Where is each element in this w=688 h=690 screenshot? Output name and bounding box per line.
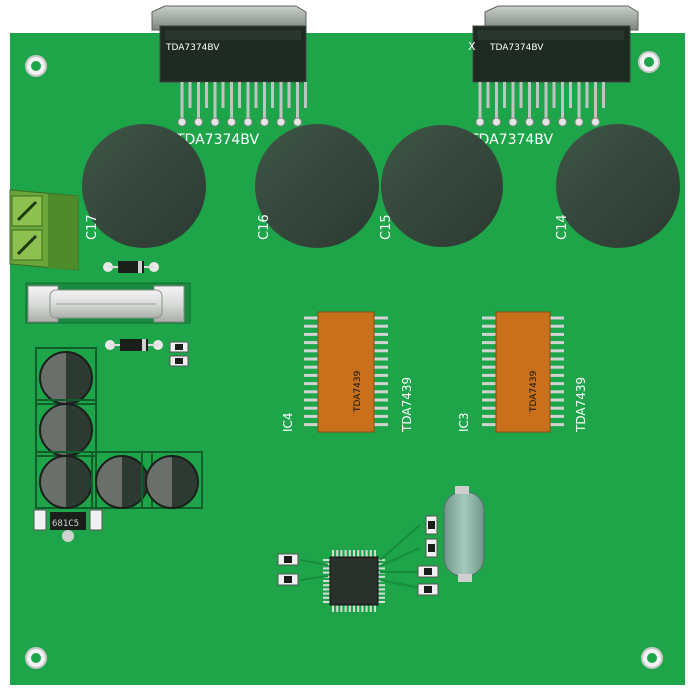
mounting-holes [25, 51, 663, 669]
power-amp-ic-right: X TDA7374BV TDA7374BV [468, 5, 639, 148]
ic-right-top-label: TDA7374BV [469, 132, 553, 148]
chip-right-top-marking: TDA7374BV [489, 43, 544, 53]
audio-processor-ic4: TDA7439 TDA7439 IC4 [281, 311, 414, 433]
ic4-part-label: TDA7439 [400, 377, 414, 433]
small-capacitors [35, 347, 203, 509]
cap-c14-label: C14 [555, 214, 570, 240]
capacitor-c16 [255, 124, 379, 248]
terminal-block [9, 189, 79, 271]
ic-right-top-prefix: X [468, 40, 476, 53]
microcontroller-qfp [323, 550, 385, 612]
ic3-ref-label: IC3 [457, 412, 471, 432]
traces [299, 524, 421, 589]
ic-left-top-label: TDA7374BV [175, 132, 259, 148]
voltage-regulator: 681C5 [33, 509, 103, 542]
cap-c16-label: C16 [257, 214, 272, 240]
capacitor-c17 [82, 124, 206, 248]
smd-resistors-left [169, 341, 189, 367]
chip-ic3-marking: TDA7439 [529, 370, 539, 413]
smd-parts-mcu [277, 515, 439, 596]
large-capacitors [82, 124, 680, 248]
chip-left-top-marking: TDA7374BV [165, 43, 220, 53]
capacitor-c14 [556, 124, 680, 248]
audio-processor-ic3: TDA7439 TDA7439 IC3 [457, 311, 588, 433]
diode-d2 [105, 339, 163, 351]
ic4-ref-label: IC4 [281, 412, 295, 432]
ic3-part-label: TDA7439 [574, 377, 588, 433]
power-amp-ic-left: TDA7374BV TDA7374BV [151, 5, 307, 148]
cap-c15-label: C15 [379, 214, 394, 240]
cap-c17-label: C17 [85, 214, 100, 240]
crystal-oscillator [443, 486, 485, 582]
diode-d1 [103, 261, 159, 273]
fuse [25, 282, 191, 324]
chip-ic4-marking: TDA7439 [353, 370, 363, 413]
regulator-marking: 681C5 [52, 519, 79, 529]
capacitor-c15 [381, 125, 503, 247]
